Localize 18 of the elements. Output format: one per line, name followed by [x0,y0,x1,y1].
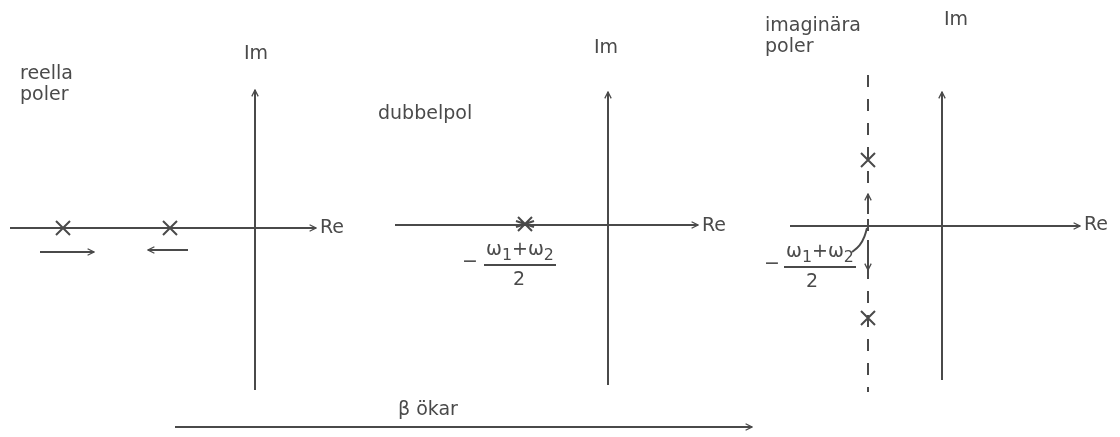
fraction-minus: − [462,250,478,271]
axis-label: Im [944,8,969,29]
fraction-denominator: 2 [806,270,819,291]
axis-label: Im [594,36,619,57]
axis-label: Re [702,214,727,235]
note-label: reella poler [20,62,74,104]
fraction-denominator: 2 [513,268,526,289]
fraction-minus: − [764,252,780,273]
axis-label: Im [244,42,269,63]
note-label: dubbelpol [378,102,473,123]
axis-label: Re [320,216,345,237]
note-label: imaginära poler [765,14,862,56]
leader-line [851,227,868,253]
fraction-numerator: ω$_{1}$+ω$_{2}$ [784,240,856,269]
arrow-label: β ökar [398,398,458,419]
axis-label: Re [1084,213,1109,234]
fraction-numerator: ω$_{1}$+ω$_{2}$ [484,238,556,267]
dashed-line [867,74,869,393]
